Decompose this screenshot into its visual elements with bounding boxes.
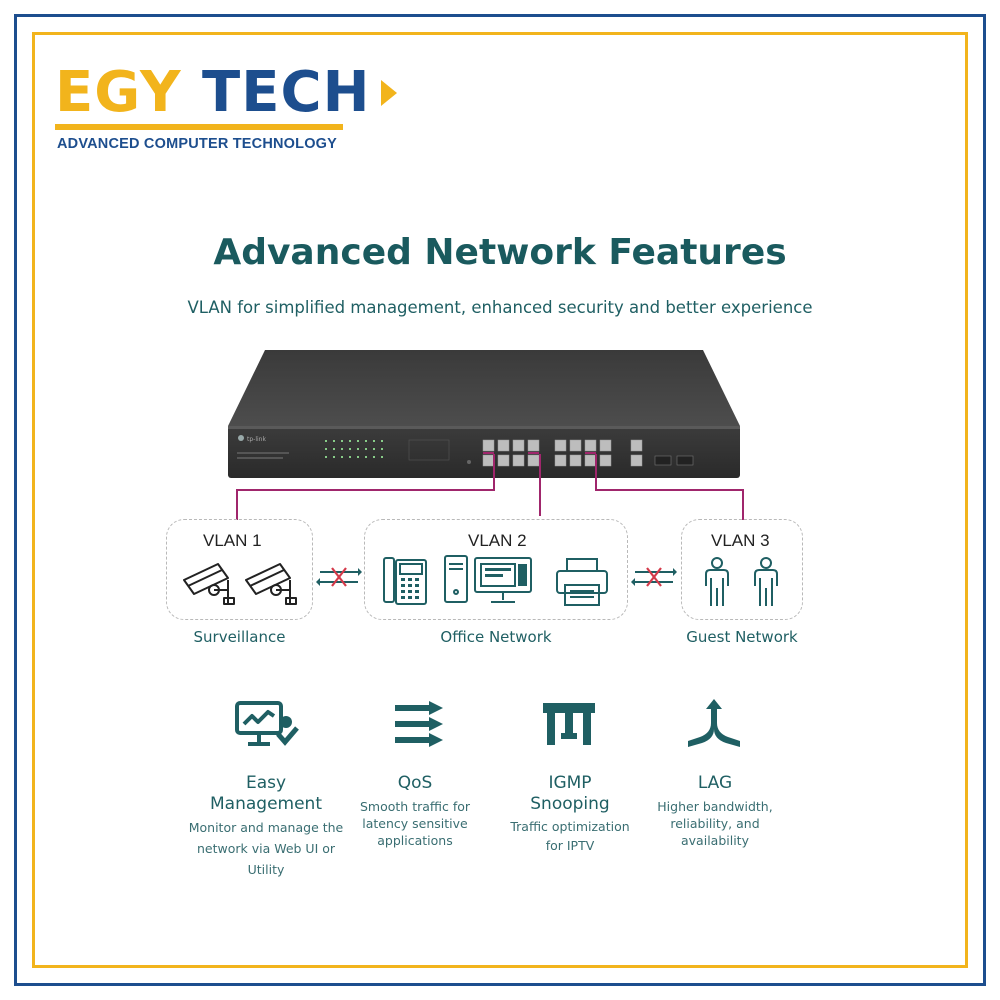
logo-arrow-icon: [381, 80, 397, 106]
desc-line: Traffic optimization: [510, 819, 630, 834]
feature-qos: QoS Smooth traffic for latency sensitive…: [345, 773, 485, 849]
vlan3-box: [681, 519, 803, 620]
feature-title: Snooping: [530, 794, 610, 814]
desc-line: network via Web UI or: [196, 841, 336, 856]
inner-frame: [32, 32, 968, 968]
desc-line: reliability, and: [670, 816, 760, 831]
vlan-port-highlights: [483, 452, 596, 454]
brand-mark-text: tp-link: [247, 436, 266, 443]
vlan2-group-name: Office Network: [440, 628, 552, 646]
lag-icon: [688, 699, 740, 747]
desc-line: Utility: [247, 862, 285, 877]
blocked-traffic-icon: [316, 567, 362, 587]
desc-line: Higher bandwidth,: [657, 799, 773, 814]
logo-egy-text: EGY: [55, 60, 182, 125]
page-subtitle: VLAN for simplified management, enhanced…: [187, 298, 813, 317]
logo-tagline: ADVANCED COMPUTER TECHNOLOGY: [57, 136, 338, 152]
qos-arrows-icon: [395, 701, 443, 747]
desktop-computer-icon: [444, 555, 532, 603]
person-icon: [705, 557, 729, 606]
vlan3-group-name: Guest Network: [686, 628, 798, 646]
ip-phone-icon: [383, 557, 427, 605]
desc-line: availability: [681, 833, 749, 848]
person-icon: [754, 557, 778, 606]
network-switch-image: tp-link: [228, 350, 740, 478]
feature-title: IGMP: [548, 773, 592, 793]
vlan1-box: [166, 519, 313, 620]
tp-link-logo: tp-link: [238, 435, 266, 443]
desc-line: latency sensitive: [362, 816, 468, 831]
logo-tech-text: TECH: [202, 60, 371, 125]
desc-line: Smooth traffic for: [359, 799, 471, 814]
vlan2-label: VLAN 2: [468, 531, 527, 550]
desc-line: applications: [377, 833, 453, 848]
feature-title: QoS: [397, 773, 433, 793]
vlan2-box: [364, 519, 628, 620]
feature-easy-management: Easy Management Monitor and manage the n…: [174, 773, 358, 880]
vlan1-label: VLAN 1: [203, 531, 262, 550]
blocked-traffic-icon: [631, 567, 677, 587]
logo-underline: [55, 124, 343, 130]
feature-title: LAG: [697, 773, 733, 793]
page-title: Advanced Network Features: [213, 232, 787, 273]
desc-line: Monitor and manage the: [188, 820, 344, 835]
logo-wordmark: EGY TECH: [55, 60, 369, 125]
feature-description: Monitor and manage the network via Web U…: [174, 817, 358, 880]
feature-description: Higher bandwidth, reliability, and avail…: [645, 798, 785, 849]
security-camera-icon: [245, 563, 297, 605]
vlan1-group-name: Surveillance: [193, 628, 286, 646]
igmp-snooping-icon: [543, 703, 595, 745]
feature-title: Easy: [245, 773, 287, 793]
monitor-management-icon: [235, 701, 299, 746]
security-camera-icon: [183, 563, 235, 605]
brand-logo: EGY TECH ADVANCED COMPUTER TECHNOLOGY: [55, 60, 397, 152]
desc-line: for IPTV: [545, 838, 595, 853]
feature-description: Smooth traffic for latency sensitive app…: [345, 798, 485, 849]
feature-title: Management: [210, 794, 322, 814]
vlan3-label: VLAN 3: [711, 531, 770, 550]
feature-lag: LAG Higher bandwidth, reliability, and a…: [645, 773, 785, 849]
feature-description: Traffic optimization for IPTV: [497, 817, 643, 855]
feature-igmp-snooping: IGMP Snooping Traffic optimization for I…: [497, 773, 643, 855]
printer-icon: [556, 558, 608, 606]
outer-frame: [14, 14, 986, 986]
